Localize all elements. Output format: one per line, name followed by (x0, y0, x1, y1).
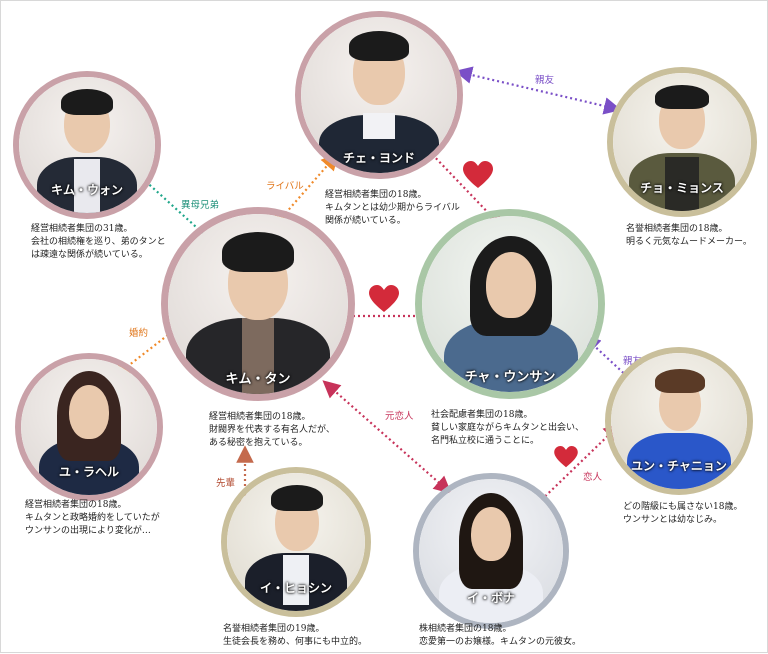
character-lee-hyo-shin: イ・ヒョシン (221, 467, 371, 617)
description-cha-eun-sang: 社会配慮者集団の18歳。 貧しい家庭ながらキムタンと出会い、 名門私立校に通うこ… (431, 410, 585, 446)
character-yoon-chan-young: ユン・チャニョン (605, 347, 753, 495)
character-jo-myung-soo: チョ・ミョンス (607, 67, 757, 217)
arrow-ex-lover (322, 380, 452, 494)
name-label: キム・タン (225, 372, 291, 387)
description-lee-hyo-shin: 名誉相続者集団の19歳。 生徒会長を務め、何事にも中立的。 (223, 624, 368, 647)
description-kim-tan: 経営相続者集団の18歳。 財閥界を代表する有名人だが、 ある秘密を抱えている。 (209, 412, 335, 448)
character-yoo-rachel: ユ・ラヘル (15, 353, 163, 501)
description-kim-won: 経営相続者集団の31歳。 会社の相続権を巡り、弟のタンと は疎遠な関係が続いてい… (31, 224, 166, 260)
character-kim-tan: キム・タン (161, 207, 355, 401)
name-label: キム・ウォン (50, 183, 123, 197)
arrow-best-friend-top (454, 66, 622, 115)
description-jo-myung-soo: 名誉相続者集団の18歳。 明るく元気なムードメーカー。 (626, 224, 752, 247)
description-choi-young-do: 経営相続者集団の18歳。 キムタンとは幼少期からライバル 関係が続いている。 (325, 190, 460, 226)
label-half-brothers: 異母兄弟 (181, 200, 220, 211)
heart-icon (369, 285, 399, 312)
character-kim-won: キム・ウォン (13, 71, 161, 219)
name-label: イ・ヒョシン (259, 581, 332, 595)
name-label: チャ・ウンサン (464, 370, 556, 385)
arrow-choi-to-cha (428, 150, 505, 230)
label-best-friend-top: 親友 (535, 75, 555, 86)
character-lee-bona: イ・ボナ (413, 473, 569, 629)
heart-icon (463, 161, 493, 188)
label-engaged: 婚約 (129, 328, 149, 339)
name-label: ユン・チャニョン (631, 459, 727, 473)
label-best-friend-right: 親友 (623, 356, 643, 367)
label-lover: 恋人 (583, 472, 603, 483)
character-choi-young-do: チェ・ヨンド (295, 11, 463, 179)
description-yoon-chan-young: どの階級にも属さない18歳。 ウンサンとは幼なじみ。 (623, 502, 743, 525)
label-senior: 先輩 (216, 478, 236, 489)
name-label: チョ・ミョンス (640, 181, 724, 195)
label-rival: ライバル (266, 181, 304, 192)
name-label: チェ・ヨンド (342, 151, 415, 165)
description-lee-bona: 株相続者集団の18歳。 恋愛第一のお嬢様。キムタンの元彼女。 (419, 624, 582, 647)
heart-icon (554, 446, 578, 468)
label-ex-lover: 元恋人 (385, 411, 414, 422)
character-cha-eun-sang: チャ・ウンサン (415, 209, 605, 399)
description-yoo-rachel: 経営相続者集団の18歳。 キムタンと政略婚約をしていたが ウンサンの出現により変… (25, 500, 160, 536)
name-label: ユ・ラヘル (58, 465, 119, 479)
name-label: イ・ボナ (466, 591, 515, 605)
